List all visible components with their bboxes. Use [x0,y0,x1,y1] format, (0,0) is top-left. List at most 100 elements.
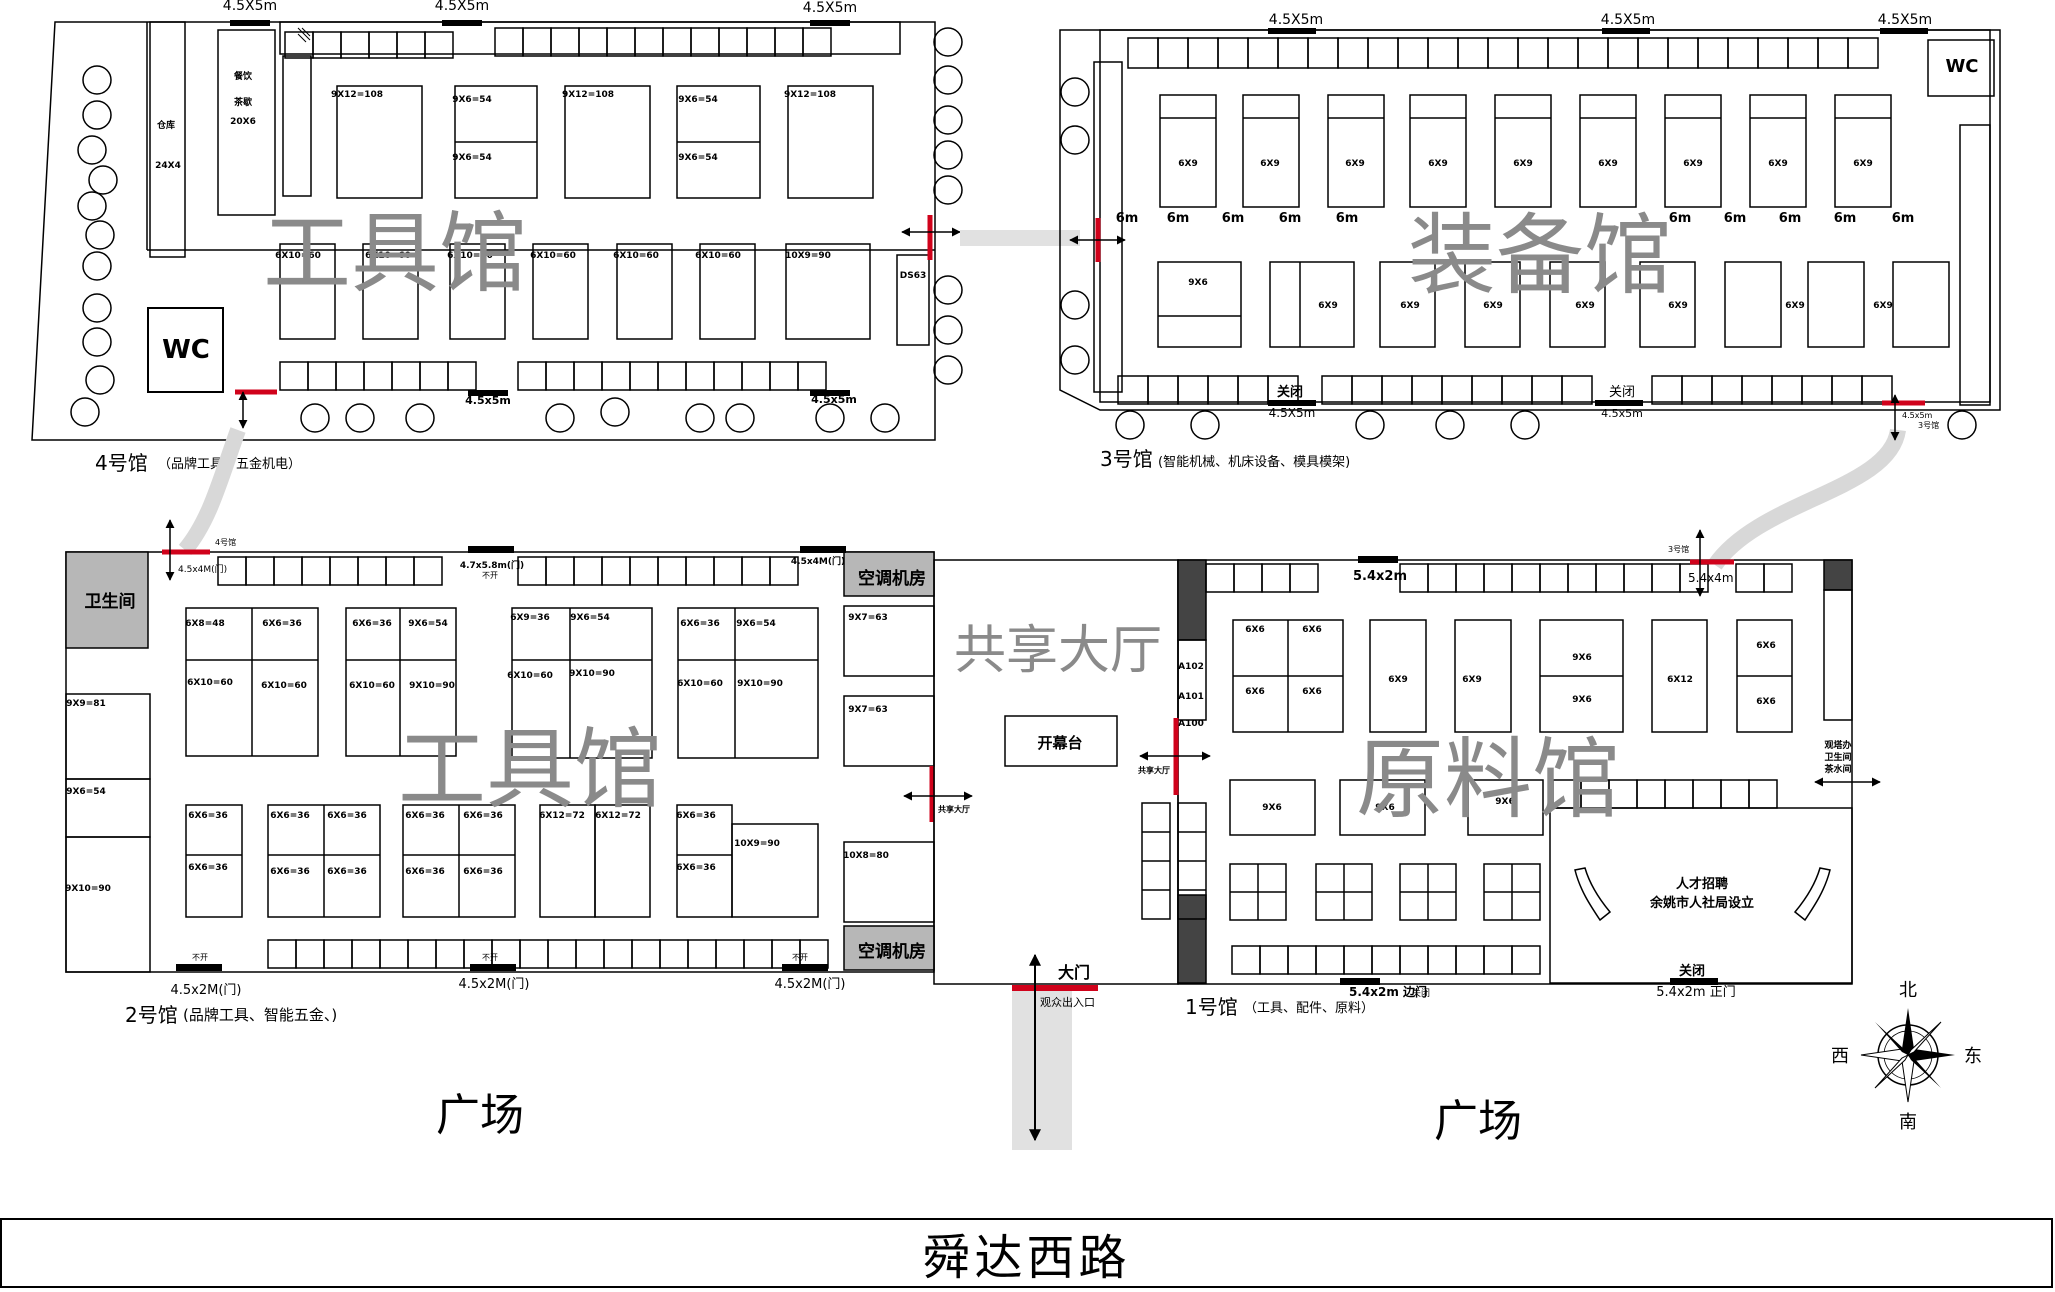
compass-west: 西 [1831,1046,1849,1067]
booth-label: 9X6=54 [570,613,610,623]
door-label: 5.4x2m [1353,569,1407,584]
booth-label: 6X10=60 [275,251,321,261]
booth-label: 6X6=36 [352,619,392,629]
booth-label: 6X6=36 [188,811,228,821]
compass-north: 北 [1899,980,1917,1001]
door-label: 5.4x2m 边门 [1349,984,1427,999]
spacing-label: 6m [1892,211,1915,226]
booth-label: 9X7=63 [848,613,888,623]
booth-label: 9X10=90 [569,669,615,679]
door-label: 4号馆 [215,537,236,547]
door-label: 4.5x5m [465,394,511,407]
hall-4 [31,21,963,441]
plaza-right-label: 广场 [1434,1096,1522,1147]
booth-label: 6X9=36 [510,613,550,623]
big-label-tools: 工具馆 [263,202,527,305]
big-label-shared-hall: 共享大厅 [954,621,1162,681]
big-label-tools: 工具馆 [398,718,662,821]
booth-label: 6X10=60 [447,251,493,261]
hall-2-labels: 6X8=48 6X6=36 6X10=60 6X10=60 6X6=36 9X6… [65,613,889,894]
main-gate: 大门 观众出入口 [1012,953,1098,1150]
booth-label: 6X9 [1388,675,1407,685]
door-label: 不开 [192,953,208,962]
spacing-label: 6m [1336,211,1359,226]
door-label: 4.5x4M(门) [178,563,227,575]
booth-label: 10X8=80 [843,851,889,861]
booth-label: 6X9 [1462,675,1481,685]
booth-label: 6X6=36 [270,867,310,877]
main-gate-label: 大门 [1058,963,1090,982]
trees [1060,77,1977,440]
booth-label: 10X9=90 [785,251,831,261]
toilet-label: 卫生间 [85,591,136,612]
door-label: 4.7x5.8m(门) [460,559,524,571]
hall-3-desc: (智能机械、机床设备、模具模架) [1158,454,1350,470]
booth-label: 9X9=81 [66,699,106,709]
booth-label: 9X10=90 [409,681,455,691]
booth-label: 6X6=36 [188,863,228,873]
spacing-label: 6m [1669,211,1692,226]
compass-south: 南 [1899,1112,1917,1133]
spacing-label: 6m [1834,211,1857,226]
booth-label: 6X10=60 [613,251,659,261]
door-label: 4.5x2M(门) [459,977,530,992]
door-label: 4.5X5m [803,0,857,16]
booth-label: 9X12=108 [784,90,836,100]
booth-label: 6X12=72 [539,811,585,821]
hall-4-labels: 9X12=108 9X6=54 9X6=54 9X12=108 9X6=54 9… [155,70,926,281]
booth-label: 6X12 [1667,675,1693,685]
door-label: 关闭 [1679,963,1705,979]
door-label: 4.5X5m [1601,12,1655,28]
booth-label: 9X6 [1262,803,1281,813]
booth-label: 6X10=60 [365,251,411,261]
booth-code: A101 [1178,692,1204,702]
spacing-label: 6m [1116,211,1139,226]
talent-sub-label: 余姚市人社局设立 [1649,895,1754,911]
road-label: 舜达西路 [0,1218,2053,1288]
booth-label: 6X6 [1302,687,1321,697]
booth-label: 6X6=36 [327,811,367,821]
door-label: 4.5x2M(门) [775,977,846,992]
service-label: 茶水间 [1823,763,1851,775]
door-label: 5.4x2m 正门 [1656,985,1735,1000]
hall-3-labels: 6X9 6X9 6X9 6X9 6X9 6X9 6X9 6X9 6X9 9X6 … [1178,159,1892,311]
booth-label: 6X8=48 [185,619,225,629]
hall-3-name: 3号馆 [1100,447,1153,471]
trees [300,27,963,433]
booth-label: 6X6=36 [676,863,716,873]
booth-label: 6X10=60 [530,251,576,261]
hall-1-doors: 5.4x2m 5.4x2m 边门 关闭 关闭 5.4x2m 正门 5.4x4m … [1138,529,1881,1000]
booth-label: 6X9 [1768,159,1787,169]
wc-label: WC [162,335,210,365]
booth-label: 9X10=90 [737,679,783,689]
spacing-label: 6m [1279,211,1302,226]
ac-room-label: 空调机房 [858,941,926,962]
booth-label: 6X9 [1785,301,1804,311]
tea-label: 茶歇 [233,96,252,108]
talent-label: 人才招聘 [1676,876,1728,892]
booth-label: 6X6=36 [676,811,716,821]
booth-label: 9X6 [1572,653,1591,663]
ac-room-label: 空调机房 [858,568,926,589]
booth-label: 6X9 [1400,301,1419,311]
booth-label: 6X6=36 [262,619,302,629]
booth-label: 6X6 [1756,641,1775,651]
door-label: 4.5X5m [1269,12,1323,28]
hall-2-doors: 4.7x5.8m(门) 不开 4.5x4M(门) 不开 不开 不开 4.5x2M… [162,519,973,998]
door-label: 关闭 [1609,385,1635,400]
booth-label: 6X9 [1483,301,1502,311]
door-label: 共享大厅 [938,804,970,814]
warehouse-label: 仓库 [156,119,175,131]
spacing-label: 6m [1222,211,1245,226]
door-label: 不开 [792,953,808,962]
plaza-left-label: 广场 [436,1090,524,1141]
booth-label: 6X6=36 [270,811,310,821]
booth-label: 6X6=36 [463,811,503,821]
booth-label: 9X6 [1572,695,1591,705]
booth-label: 6X9 [1260,159,1279,169]
booth-label: 6X10=60 [261,681,307,691]
booth-label: 6X6=36 [405,811,445,821]
booth-label: 9X6=54 [66,787,106,797]
door-label: 4.5X5m [435,0,489,14]
